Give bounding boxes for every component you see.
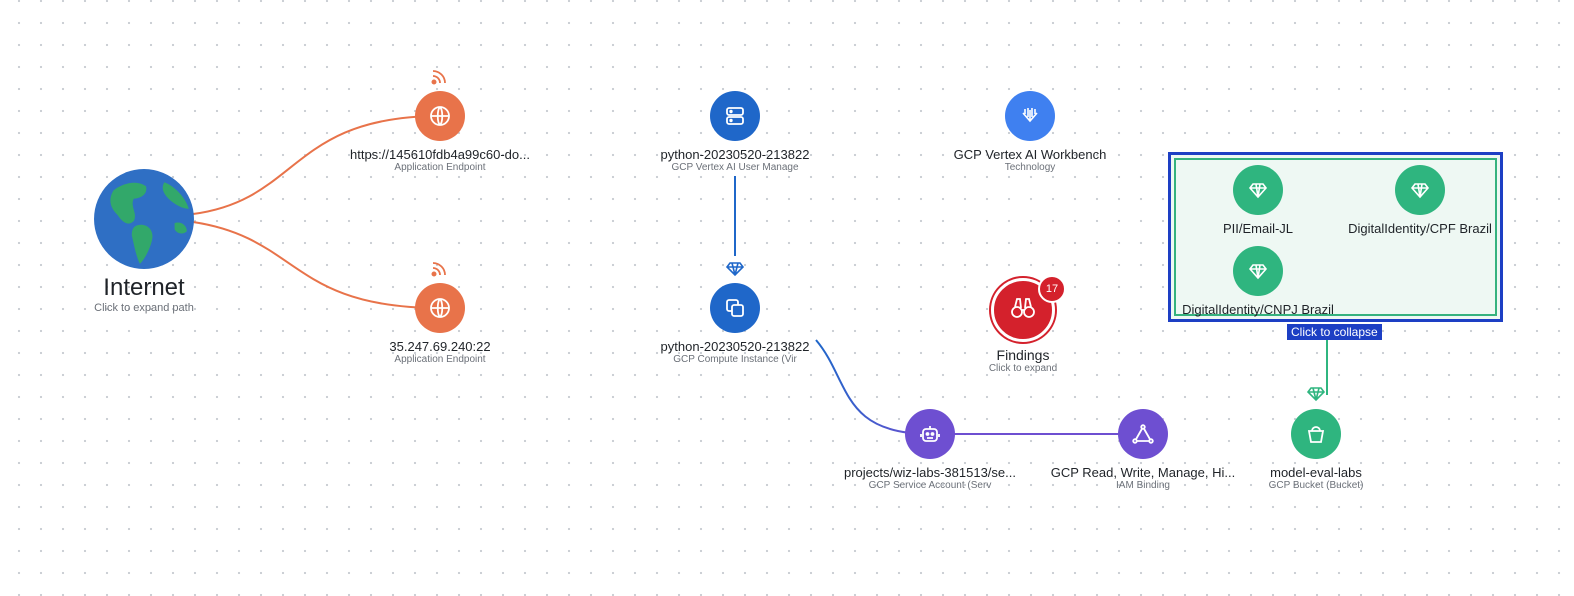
- compute-instance-node[interactable]: python-20230520-213822 GCP Compute Insta…: [615, 283, 855, 366]
- vertex-managed-node[interactable]: python-20230520-213822 GCP Vertex AI Use…: [615, 91, 855, 174]
- findings-sublabel[interactable]: Click to expand: [988, 363, 1058, 374]
- vertex-workbench-label: GCP Vertex AI Workbench: [953, 147, 1107, 162]
- globe-icon: [415, 91, 465, 141]
- group-item-label: DigitalIdentity/CNPJ Brazil: [1182, 302, 1334, 317]
- exposure-wifi-icon: [430, 260, 450, 283]
- internet-label: Internet: [103, 274, 185, 301]
- endpoint-2-label: 35.247.69.240:22: [389, 339, 491, 354]
- vertex-workbench-type: Technology: [1004, 162, 1056, 173]
- globe-icon: [93, 168, 195, 270]
- endpoint-1-type: Application Endpoint: [394, 162, 486, 173]
- service-account-type: GCP Service Account (Serv: [868, 480, 992, 491]
- exposure-wifi-icon: [430, 68, 450, 91]
- bucket-icon: [1291, 409, 1341, 459]
- group-item-cnpj-brazil[interactable]: DigitalIdentity/CNPJ Brazil: [1138, 246, 1378, 317]
- diamond-icon: [1306, 386, 1326, 407]
- iam-binding-type: IAM Binding: [1116, 480, 1170, 491]
- diamond-icon: [1395, 165, 1445, 215]
- edge-internet-endpoint1: [192, 115, 441, 215]
- iam-binding-node[interactable]: GCP Read, Write, Manage, Hi... IAM Bindi…: [1023, 409, 1263, 492]
- vertex-workbench-node[interactable]: GCP Vertex AI Workbench Technology: [910, 91, 1150, 174]
- endpoint-node-2[interactable]: 35.247.69.240:22 Application Endpoint: [320, 283, 560, 366]
- internet-sublabel[interactable]: Click to expand path: [94, 302, 194, 314]
- compute-instance-label: python-20230520-213822: [660, 339, 810, 354]
- vertex-managed-type: GCP Vertex AI User Manage: [671, 162, 799, 173]
- group-item-label: DigitalIdentity/CPF Brazil: [1348, 221, 1492, 236]
- bucket-type: GCP Bucket (Bucket): [1268, 480, 1364, 491]
- collapse-group-button[interactable]: Click to collapse: [1287, 324, 1382, 340]
- group-item-pii-email[interactable]: PII/Email-JL: [1138, 165, 1378, 236]
- server-icon: [710, 91, 760, 141]
- bucket-node[interactable]: model-eval-labs GCP Bucket (Bucket): [1196, 409, 1436, 492]
- group-item-label: PII/Email-JL: [1222, 221, 1294, 236]
- copy-instance-icon: [710, 283, 760, 333]
- findings-count-badge: 17: [1038, 275, 1066, 303]
- diamond-icon: [1233, 165, 1283, 215]
- group-item-cpf-brazil[interactable]: DigitalIdentity/CPF Brazil: [1300, 165, 1540, 236]
- diamond-icon: [725, 261, 745, 282]
- group-inner-border: [1174, 158, 1497, 316]
- iam-triangle-icon: [1118, 409, 1168, 459]
- endpoint-node-1[interactable]: https://145610fdb4a99c60-do... Applicati…: [320, 91, 560, 174]
- findings-label: Findings: [996, 347, 1050, 363]
- vertex-managed-label: python-20230520-213822: [660, 147, 810, 162]
- compute-instance-type: GCP Compute Instance (Vir: [673, 354, 797, 365]
- internet-node[interactable]: Internet Click to expand path: [24, 168, 264, 314]
- edge-compute-serviceaccount: [815, 339, 931, 435]
- iam-binding-label: GCP Read, Write, Manage, Hi...: [1050, 465, 1236, 480]
- vertex-ai-icon: [1005, 91, 1055, 141]
- service-account-label: projects/wiz-labs-381513/se...: [844, 465, 1016, 480]
- findings-circle[interactable]: 17: [991, 275, 1066, 342]
- robot-icon: [905, 409, 955, 459]
- findings-node[interactable]: 17 Findings Click to expand: [903, 275, 1143, 375]
- bucket-label: model-eval-labs: [1270, 465, 1362, 480]
- binoculars-icon: [1010, 296, 1036, 325]
- endpoint-1-label: https://145610fdb4a99c60-do...: [350, 147, 530, 162]
- service-account-node[interactable]: projects/wiz-labs-381513/se... GCP Servi…: [810, 409, 1050, 492]
- diamond-icon: [1233, 246, 1283, 296]
- globe-icon: [415, 283, 465, 333]
- edge-internet-endpoint2: [192, 221, 441, 309]
- data-findings-group[interactable]: [1168, 152, 1503, 322]
- endpoint-2-type: Application Endpoint: [394, 354, 486, 365]
